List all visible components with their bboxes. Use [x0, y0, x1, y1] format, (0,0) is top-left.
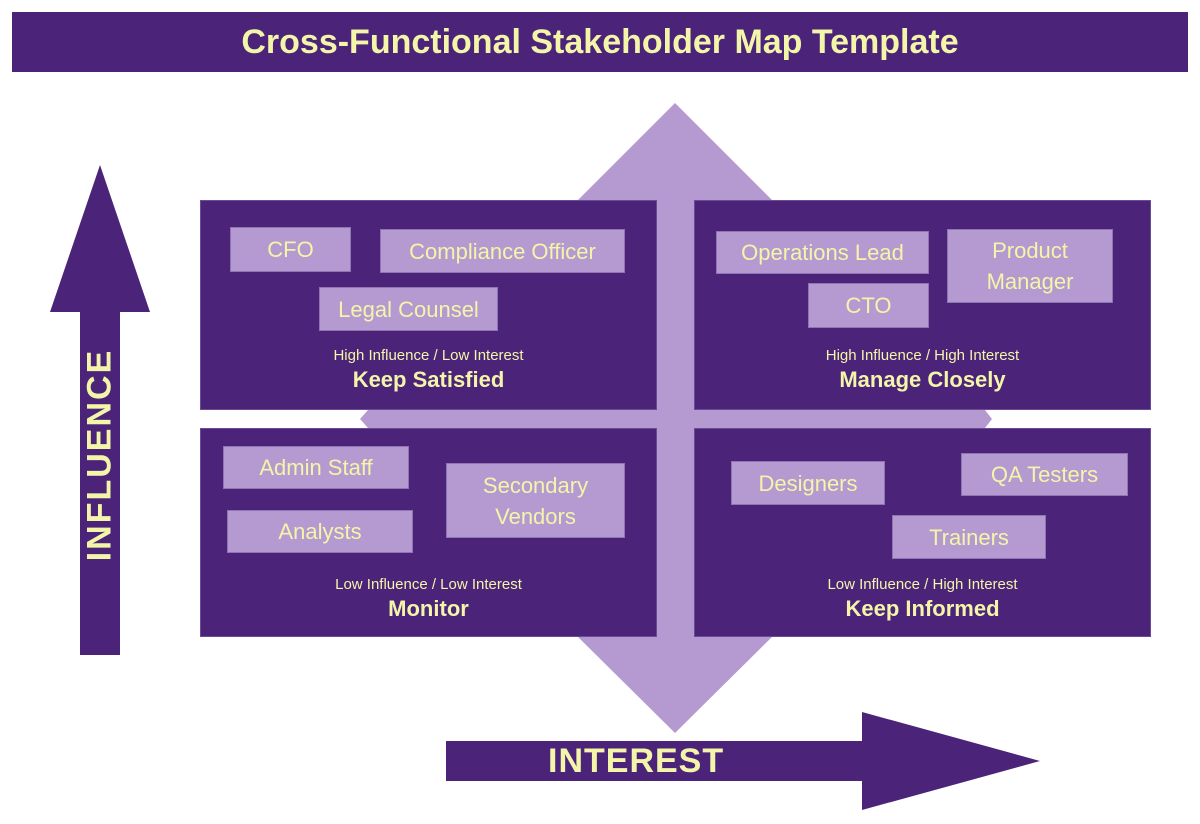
stakeholder-chip: Trainers: [892, 515, 1046, 559]
stakeholder-chip: CFO: [230, 227, 351, 272]
stakeholder-chip: CTO: [808, 283, 929, 328]
stakeholder-chip: Product Manager: [947, 229, 1113, 303]
quadrant-subtitle: High Influence / Low Interest: [333, 347, 524, 364]
page-title: Cross-Functional Stakeholder Map Templat…: [12, 12, 1188, 72]
influence-arrow: [50, 165, 150, 655]
stakeholder-chip: Designers: [731, 461, 885, 505]
center-cross-shape: [360, 103, 992, 733]
quadrant-label: Keep Satisfied: [352, 367, 505, 392]
stakeholder-chip: QA Testers: [961, 453, 1128, 496]
quadrant-subtitle: Low Influence / High Interest: [827, 576, 1018, 593]
interest-arrow: [446, 712, 1040, 810]
stakeholder-chip: Legal Counsel: [319, 287, 498, 331]
quadrant-subtitle: Low Influence / Low Interest: [335, 576, 522, 593]
quadrant-keep-satisfied: CFO Compliance Officer Legal Counsel Hig…: [200, 200, 657, 410]
quadrant-keep-informed: Designers QA Testers Trainers Low Influe…: [694, 428, 1151, 637]
stakeholder-chip: Compliance Officer: [380, 229, 625, 273]
stakeholder-chip: Operations Lead: [716, 231, 929, 274]
quadrant-label: Manage Closely: [839, 367, 1006, 392]
influence-axis-label: INFLUENCE: [80, 348, 119, 562]
interest-axis-label: INTEREST: [548, 742, 725, 780]
quadrant-subtitle: High Influence / High Interest: [825, 347, 1020, 364]
quadrant-monitor: Admin Staff Secondary Vendors Analysts L…: [200, 428, 657, 637]
quadrant-label: Keep Informed: [845, 596, 1000, 621]
stakeholder-chip: Secondary Vendors: [446, 463, 625, 538]
stakeholder-chip: Admin Staff: [223, 446, 409, 489]
quadrant-manage-closely: Operations Lead Product Manager CTO High…: [694, 200, 1151, 410]
stakeholder-chip: Analysts: [227, 510, 413, 553]
quadrant-label: Monitor: [388, 596, 469, 621]
